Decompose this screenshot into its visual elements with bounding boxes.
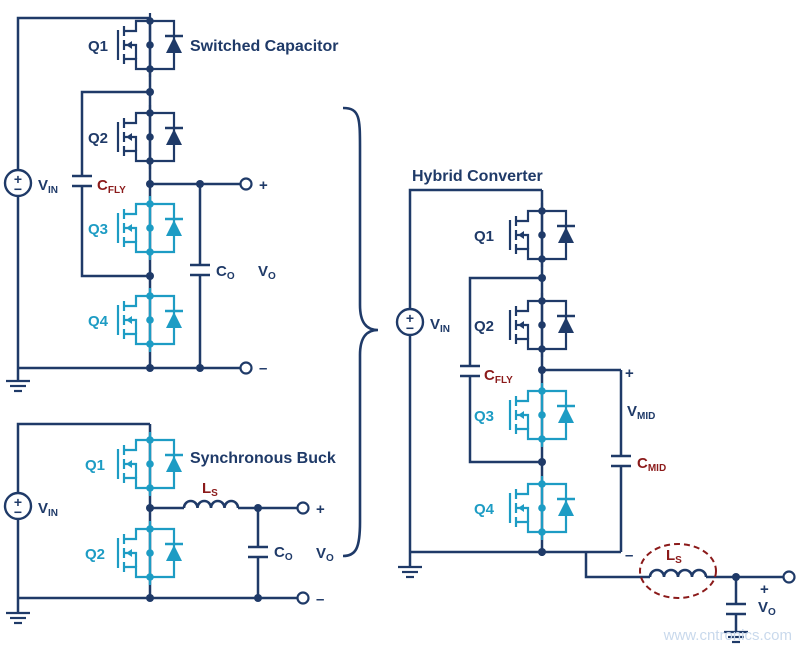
hc-vmid-minus-sign: – xyxy=(625,547,633,564)
hc-cmid-capacitor xyxy=(611,454,631,468)
sc-plus-sign: + xyxy=(259,177,268,194)
sb-output-plus-terminal xyxy=(296,501,310,515)
hc-q1-mosfet xyxy=(508,201,577,269)
sc-output-minus-terminal xyxy=(239,361,253,375)
switched-capacitor-title: Switched Capacitor xyxy=(190,38,338,55)
hc-vin-label: VIN xyxy=(430,316,450,335)
svg-text:+: + xyxy=(14,171,22,187)
hc-vo-label: VO xyxy=(758,599,776,618)
sc-q4-mosfet xyxy=(116,286,185,354)
hc-q3-mosfet xyxy=(508,381,577,449)
hc-q1-label: Q1 xyxy=(474,228,494,245)
synchronous-buck-title: Synchronous Buck xyxy=(190,450,336,467)
hc-ls-inductor xyxy=(648,568,708,578)
watermark: www.cntronics.com xyxy=(663,627,792,644)
hybrid-converter-title: Hybrid Converter xyxy=(412,168,543,185)
hc-q4-label: Q4 xyxy=(474,501,495,518)
hc-ls-label: LS xyxy=(666,547,682,566)
hc-q4-mosfet xyxy=(508,474,577,542)
sc-co-label: CO xyxy=(216,263,235,282)
hc-co-capacitor xyxy=(726,602,746,616)
hc-cmid-label: CMID xyxy=(637,455,666,474)
sc-cfly-capacitor xyxy=(72,174,92,188)
sc-minus-sign: – xyxy=(259,360,267,377)
hc-q2-label: Q2 xyxy=(474,318,494,335)
sc-vin-label: VIN xyxy=(38,177,58,196)
sb-q2-label: Q2 xyxy=(85,546,105,563)
sc-q4-label: Q4 xyxy=(88,313,109,330)
sb-plus-sign: + xyxy=(316,501,325,518)
svg-text:−: − xyxy=(14,181,22,197)
hc-output-terminal xyxy=(782,570,796,584)
sc-ground-symbol xyxy=(6,379,30,393)
sb-q1-label: Q1 xyxy=(85,457,105,474)
hc-vin-source: + − xyxy=(395,307,425,337)
sb-q2-mosfet xyxy=(116,519,185,587)
hc-q3-label: Q3 xyxy=(474,408,494,425)
sb-output-minus-terminal xyxy=(296,591,310,605)
hc-wires xyxy=(408,188,786,632)
hc-output-plus-sign: + xyxy=(760,581,769,598)
sb-co-label: CO xyxy=(274,544,293,563)
sb-junction-dots xyxy=(146,504,262,602)
hc-vmid-plus-sign: + xyxy=(625,365,634,382)
hc-ls-highlight-ring xyxy=(639,543,717,599)
svg-text:−: − xyxy=(406,320,414,336)
sc-junction-dots xyxy=(146,88,204,372)
svg-text:+: + xyxy=(14,494,22,510)
sc-q2-mosfet xyxy=(116,103,185,171)
combining-brace xyxy=(342,106,379,558)
sc-q3-mosfet xyxy=(116,194,185,262)
sc-output-plus-terminal xyxy=(239,177,253,191)
sc-q3-label: Q3 xyxy=(88,221,108,238)
hc-cfly-capacitor xyxy=(460,364,480,378)
sc-q1-label: Q1 xyxy=(88,38,108,55)
hc-cfly-label: CFLY xyxy=(484,367,513,386)
hc-q2-mosfet xyxy=(508,291,577,359)
hc-vmid-label: VMID xyxy=(627,403,655,422)
sc-vo-label: VO xyxy=(258,263,276,282)
hc-ground-symbol-output xyxy=(724,630,748,644)
sb-ground-symbol xyxy=(6,611,30,625)
sb-vin-source: + − xyxy=(3,491,33,521)
sb-ls-inductor xyxy=(182,499,240,509)
hybrid-converter-circuit: + − Hybrid Converter Q1 Q2 Q3 Q4 xyxy=(395,168,796,644)
sb-co-capacitor xyxy=(248,545,268,559)
sc-wires xyxy=(16,16,246,380)
sb-q1-mosfet xyxy=(116,430,185,498)
sc-q1-mosfet xyxy=(116,11,185,79)
sc-cfly-label: CFLY xyxy=(97,177,126,196)
sc-co-capacitor xyxy=(190,263,210,277)
synchronous-buck-circuit: + − Q1 Q2 Synchronous Buck VIN LS CO VO … xyxy=(3,422,336,625)
svg-text:+: + xyxy=(406,310,414,326)
hc-ground-symbol-input xyxy=(398,565,422,579)
hc-junction-dots xyxy=(538,274,740,581)
sb-ls-label: LS xyxy=(202,480,218,499)
sb-vin-label: VIN xyxy=(38,500,58,519)
switched-capacitor-circuit: + − Q1 Q2 Q3 Q4 Switched Capacitor VIN C… xyxy=(3,11,338,393)
sb-vo-label: VO xyxy=(316,545,334,564)
sc-vin-source: + − xyxy=(3,168,33,198)
svg-text:−: − xyxy=(14,504,22,520)
sc-q2-label: Q2 xyxy=(88,130,108,147)
sb-minus-sign: – xyxy=(316,591,324,608)
